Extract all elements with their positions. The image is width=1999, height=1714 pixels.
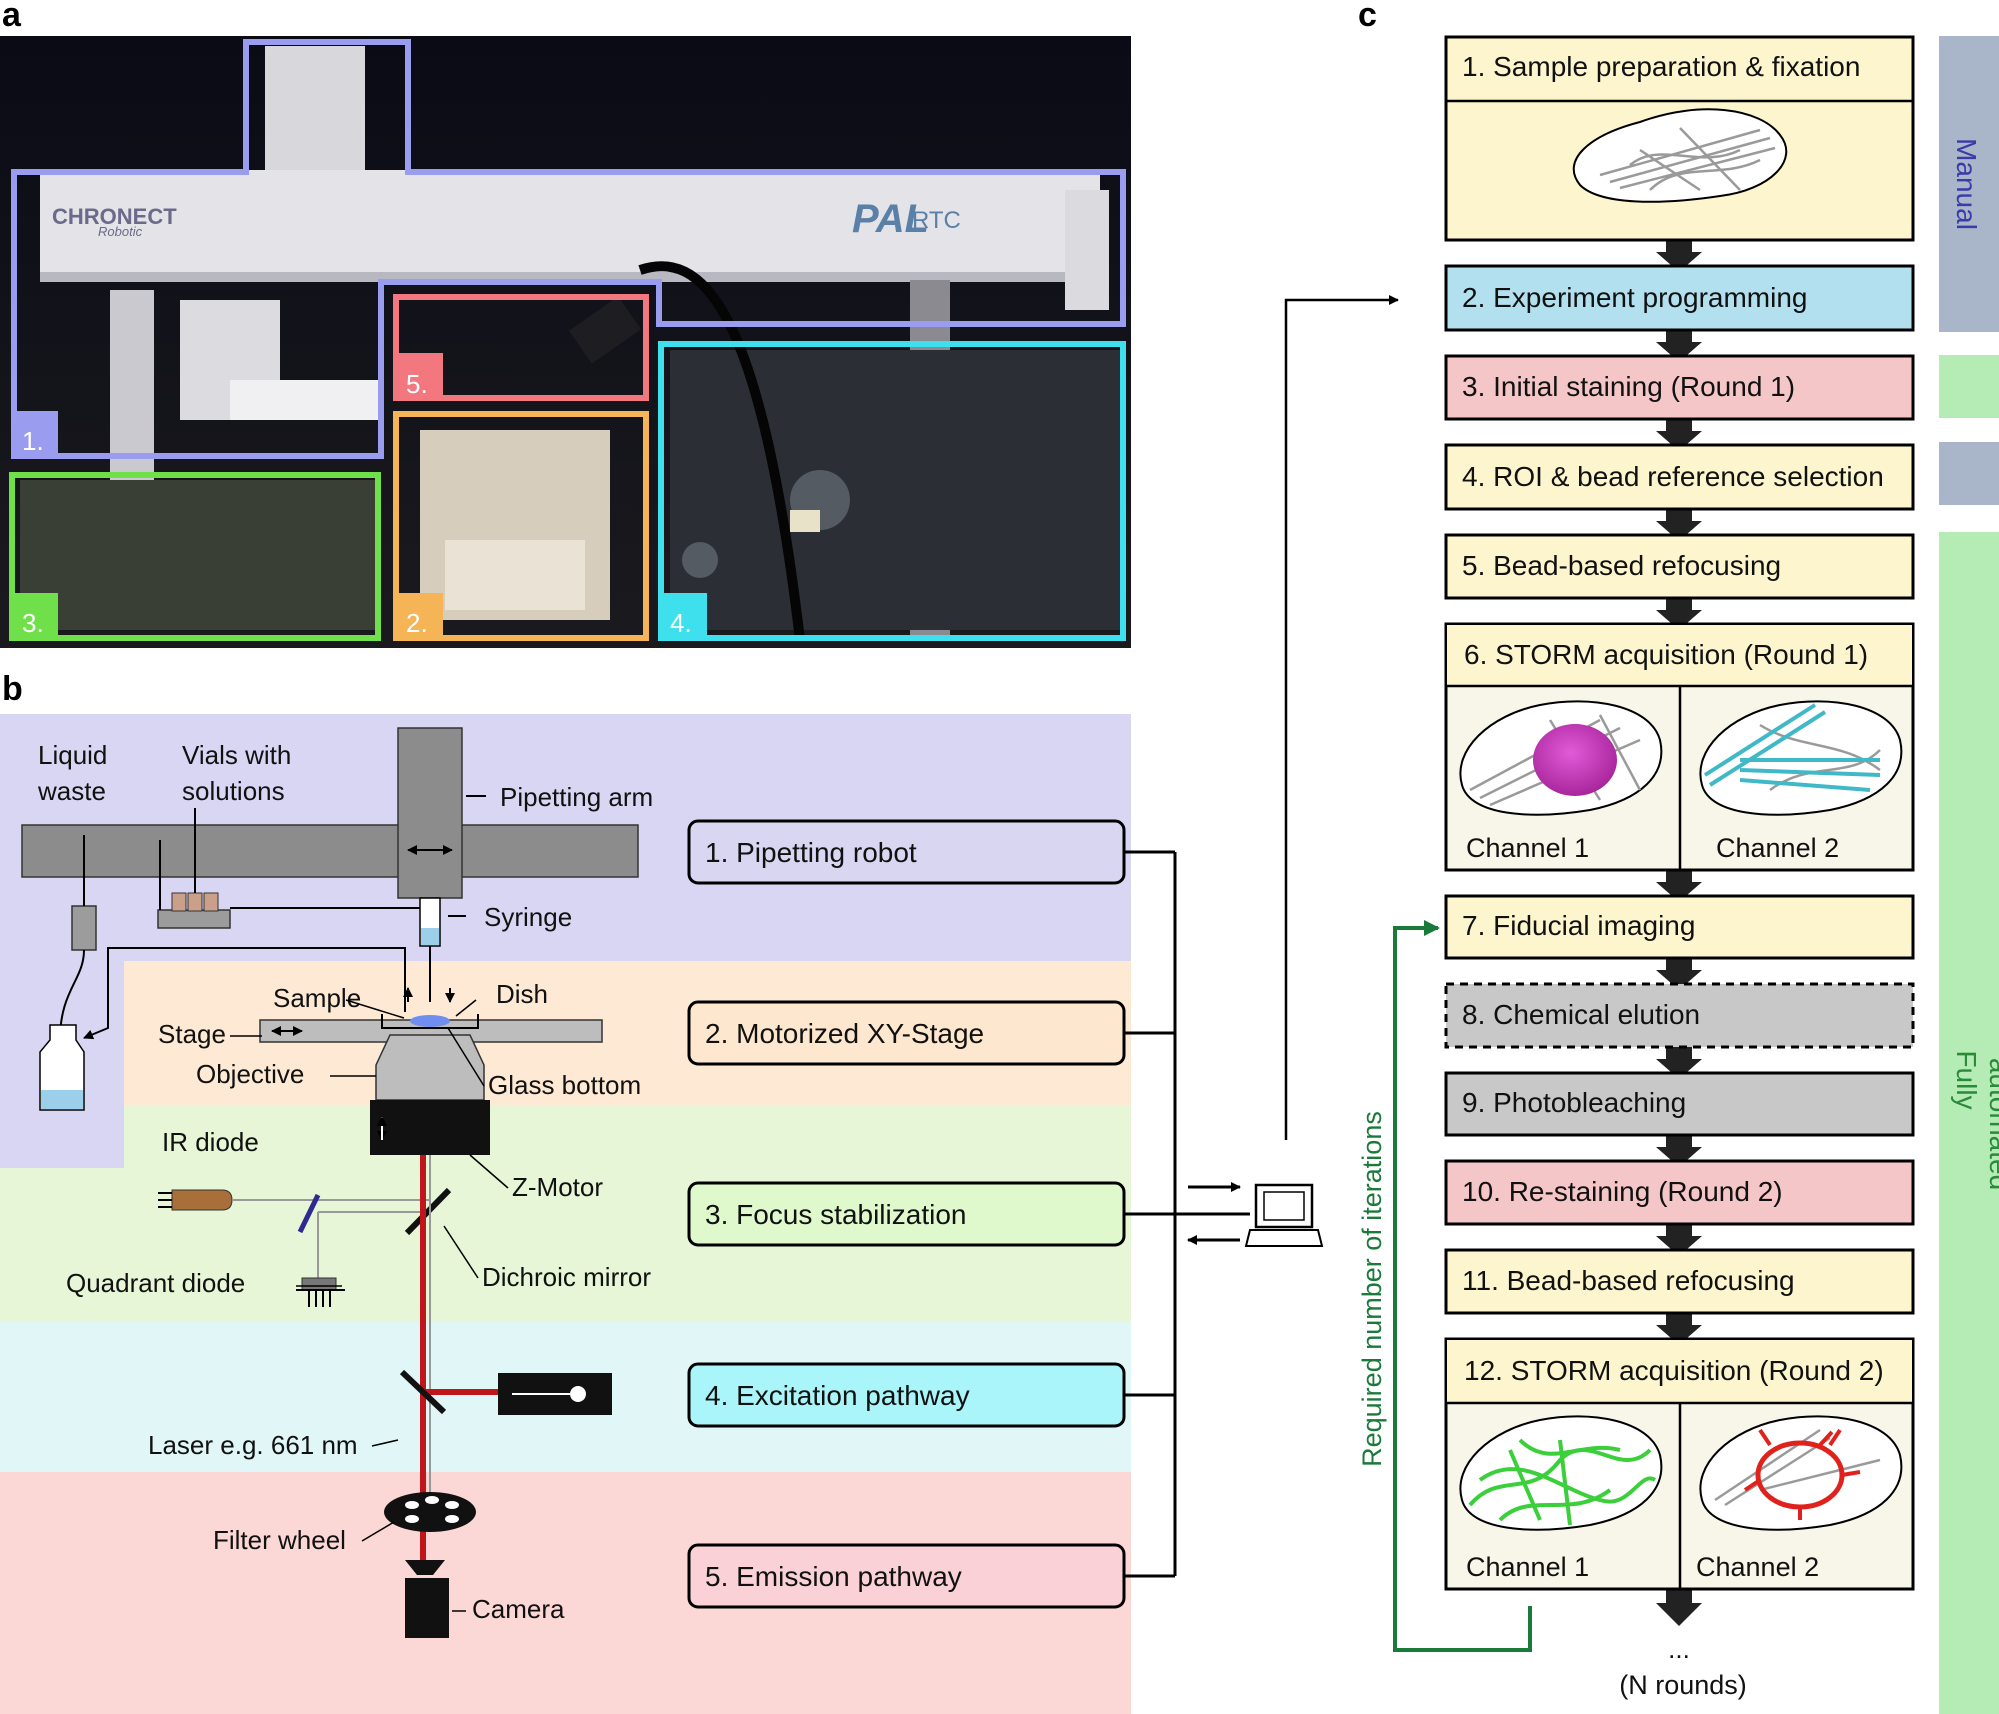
step-3-box [1444, 354, 1915, 421]
computer-icon [1187, 295, 1399, 1247]
channel-1-round-2: Channel 1 [1466, 1552, 1589, 1582]
step-7-box [1444, 894, 1915, 960]
steps-loop: 7. Fiducial imaging 8. Chemical elution … [1444, 894, 1915, 1315]
channel-1-round-1: Channel 1 [1466, 833, 1589, 863]
step-4-box [1444, 443, 1915, 511]
panel-b-labels: Liquid waste Vials with solutions Pipett… [37, 740, 653, 1624]
step-6-box: 6. STORM acquisition (Round 1) Channel 1… [1444, 622, 1915, 872]
steps-simple: 2. Experiment programming 3. Initial sta… [1444, 264, 1915, 600]
step-2-label: 2. Experiment programming [1462, 282, 1807, 313]
module-pipetting-robot: 1. Pipetting robot [705, 837, 917, 868]
channel-2-round-2: Channel 2 [1696, 1552, 1819, 1582]
step-2-box [1444, 264, 1915, 332]
label-dichroic-mirror: Dichroic mirror [482, 1262, 651, 1292]
label-sample: Sample [273, 983, 361, 1013]
label-liquid-waste-1: Liquid [38, 740, 107, 770]
module-excitation-pathway: 4. Excitation pathway [705, 1380, 970, 1411]
step-12-label: 12. STORM acquisition (Round 2) [1464, 1355, 1884, 1386]
photo-box-label-4: 4. [670, 608, 692, 638]
stage-objective-drawing [259, 987, 603, 1155]
side-label-automated: automated [1984, 1058, 1999, 1190]
photo-box-label-2: 2. [406, 608, 428, 638]
loop-label: Required number of iterations [1357, 1111, 1387, 1467]
side-label-manual: Manual [1951, 138, 1982, 230]
panel-b-module-boxes: 1. Pipetting robot 2. Motorized XY-Stage… [687, 819, 1126, 1609]
step-10-label: 10. Re-staining (Round 2) [1462, 1176, 1783, 1207]
photo-box-label-5: 5. [406, 369, 428, 399]
label-laser: Laser e.g. 661 nm [148, 1430, 358, 1460]
panel-b-leader-lines [230, 999, 509, 1612]
brand-chronect: CHRONECT [52, 204, 177, 229]
label-vials-1: Vials with [182, 740, 291, 770]
brand-pal-sub: RTC [912, 207, 961, 234]
brand-pal: PAL [852, 197, 929, 241]
panel-letter-c: c [1358, 0, 1377, 34]
label-liquid-waste-2: waste [37, 776, 106, 806]
panel-a-box-outlines [9, 39, 1126, 641]
step-8-label: 8. Chemical elution [1462, 999, 1700, 1030]
label-quadrant-diode: Quadrant diode [66, 1268, 245, 1298]
step-6-label: 6. STORM acquisition (Round 1) [1464, 639, 1868, 670]
step-3-label: 3. Initial staining (Round 1) [1462, 371, 1795, 402]
module-focus-stabilization: 3. Focus stabilization [705, 1199, 966, 1230]
label-vials-2: solutions [182, 776, 285, 806]
n-rounds: (N rounds) [1619, 1670, 1747, 1700]
side-label-fully: Fully [1951, 1050, 1982, 1109]
label-syringe: Syringe [484, 902, 572, 932]
step-8-box [1444, 982, 1915, 1049]
step-5-box [1444, 533, 1915, 600]
step-11-label: 11. Bead-based refocusing [1462, 1265, 1795, 1296]
focus-stabilization-drawing [158, 1187, 452, 1307]
step-9-box [1444, 1071, 1915, 1137]
step-12-box: 12. STORM acquisition (Round 2) Channel … [1444, 1337, 1915, 1591]
label-objective: Objective [196, 1059, 304, 1089]
label-camera: Camera [472, 1594, 565, 1624]
step-9-label: 9. Photobleaching [1462, 1087, 1686, 1118]
laser-beam-path [384, 1155, 612, 1638]
brand-chronect-sub: Robotic [98, 224, 143, 239]
label-z-motor: Z-Motor [512, 1172, 603, 1202]
module-bracket [1124, 850, 1250, 1578]
step-10-box [1444, 1159, 1915, 1226]
label-dish: Dish [496, 979, 548, 1009]
photo-box-label-1: 1. [22, 426, 44, 456]
panel-letter-a: a [2, 0, 22, 34]
iteration-loop-arrow: Required number of iterations [1357, 920, 1532, 1652]
label-glass-bottom: Glass bottom [488, 1070, 641, 1100]
module-emission-pathway: 5. Emission pathway [705, 1561, 962, 1592]
step-5-label: 5. Bead-based refocusing [1462, 550, 1781, 581]
label-stage: Stage [158, 1019, 226, 1049]
step-7-label: 7. Fiducial imaging [1462, 910, 1695, 941]
step-connectors [1656, 240, 1702, 1626]
pipetting-robot-drawing [21, 727, 639, 1111]
step-1-label: 1. Sample preparation & fixation [1462, 51, 1860, 82]
step-11-box [1444, 1248, 1915, 1315]
module-xy-stage: 2. Motorized XY-Stage [705, 1018, 984, 1049]
step-4-label: 4. ROI & bead reference selection [1462, 461, 1884, 492]
label-filter-wheel: Filter wheel [213, 1525, 346, 1555]
panel-a-box-tags: 1. 5. 3. 2. 4. [14, 353, 707, 638]
side-bars: Manual Fully automated [1939, 36, 1999, 1714]
label-pipetting-arm: Pipetting arm [500, 782, 653, 812]
label-ir-diode: IR diode [162, 1127, 259, 1157]
channel-2-round-1: Channel 2 [1716, 833, 1839, 863]
step-1-box: 1. Sample preparation & fixation [1444, 35, 1915, 242]
ellipsis: ... [1668, 1634, 1690, 1664]
panel-letter-b: b [2, 670, 23, 708]
photo-box-label-3: 3. [22, 608, 44, 638]
